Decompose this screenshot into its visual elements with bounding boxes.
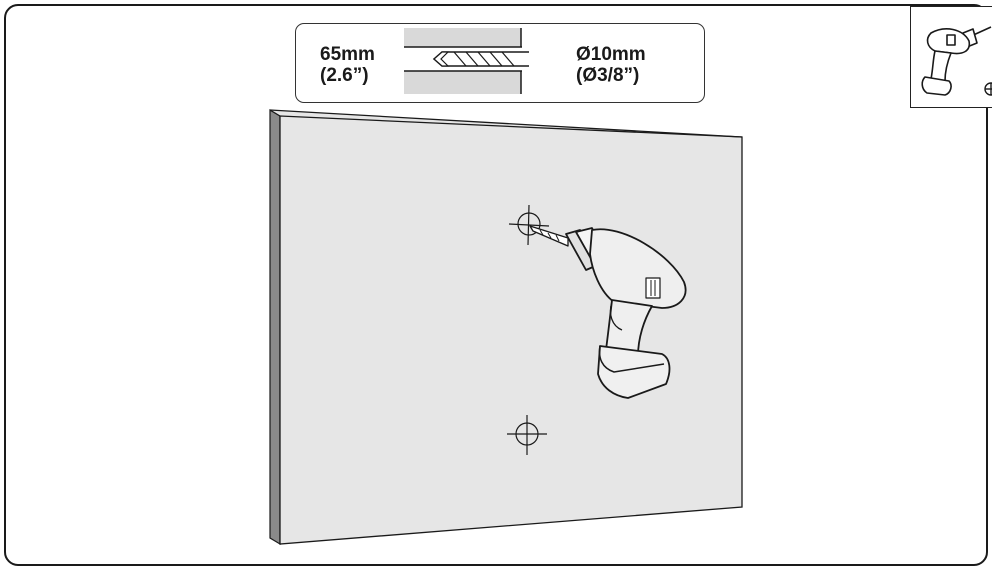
- drill-diameter-label: Ø10mm (Ø3/8”): [576, 44, 646, 86]
- drill-depth-in: (2.6”): [320, 65, 369, 86]
- crosshair-icon: [508, 204, 550, 246]
- instruction-panel: 65mm (2.6”) Ø10mm (Ø3/8”): [4, 4, 992, 566]
- drill-bit-icon: [404, 28, 529, 94]
- drill-diameter-in: (Ø3/8”): [576, 65, 640, 86]
- drill-diameter-mm: Ø10mm: [576, 44, 646, 65]
- drilling-scene: [269, 108, 743, 546]
- plus-circle-icon: [984, 82, 992, 96]
- drill-depth-mm: 65mm: [320, 44, 375, 65]
- wall-edge: [269, 108, 281, 546]
- power-drill-icon: [921, 26, 992, 96]
- power-drill-icon: [529, 225, 687, 399]
- tool-icon-box: [910, 6, 992, 108]
- crosshair-icon: [507, 415, 547, 455]
- drill-spec-box: 65mm (2.6”) Ø10mm (Ø3/8”): [295, 23, 705, 103]
- drill-depth-label: 65mm (2.6”): [320, 44, 375, 86]
